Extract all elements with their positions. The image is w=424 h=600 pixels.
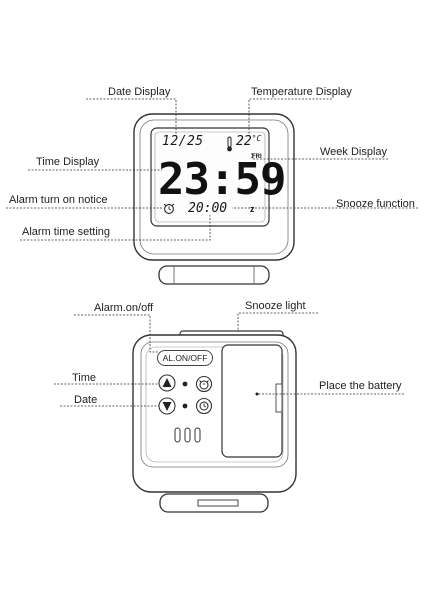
indicator-dot xyxy=(182,381,188,387)
leader-lines xyxy=(6,98,418,407)
lcd-temperature-value: 22 xyxy=(236,134,252,149)
label-date-display: Date Display xyxy=(108,86,171,98)
lcd-alarm-time: 20:00 xyxy=(188,201,228,216)
alarm-clock-icon xyxy=(195,375,213,393)
battery-compartment xyxy=(221,344,283,458)
lcd-weekday: FRI xyxy=(252,154,262,160)
label-snooze-function: Snooze function xyxy=(336,198,415,210)
speaker-slot xyxy=(174,427,181,443)
lcd-time: 23:59 xyxy=(158,154,286,205)
front-stand xyxy=(158,265,270,285)
label-time-display: Time Display xyxy=(36,156,100,168)
label-alarm-time-setting: Alarm time setting xyxy=(22,226,111,238)
label-temperature-display: Temperature Display xyxy=(251,86,352,98)
label-alarm-on-off: Alarm.on/off xyxy=(94,302,154,314)
front-clock xyxy=(133,113,295,285)
thermometer-icon xyxy=(227,136,232,152)
label-place-battery: Place the battery xyxy=(319,380,402,392)
down-triangle-icon xyxy=(158,397,176,415)
label-time: Time xyxy=(72,372,97,384)
alarm-clock-icon xyxy=(163,203,175,214)
lcd-temperature: 22°C xyxy=(236,134,261,149)
label-alarm-turn-on-notice: Alarm turn on notice xyxy=(9,194,108,206)
speaker-slot xyxy=(194,427,201,443)
snooze-icon: z xyxy=(250,204,255,214)
label-date: Date xyxy=(74,394,98,406)
lcd-date: 12/25 xyxy=(162,134,204,149)
indicator-dot xyxy=(182,403,188,409)
up-triangle-icon xyxy=(158,374,176,392)
label-snooze-light: Snooze light xyxy=(245,300,306,312)
alarm-on-off-button: AL.ON/OFF xyxy=(157,350,213,366)
back-clock xyxy=(132,330,297,513)
lcd-temperature-unit: °C xyxy=(251,134,262,143)
clock-icon xyxy=(195,397,213,415)
label-week-display: Week Display xyxy=(320,146,388,158)
speaker-slot xyxy=(184,427,191,443)
